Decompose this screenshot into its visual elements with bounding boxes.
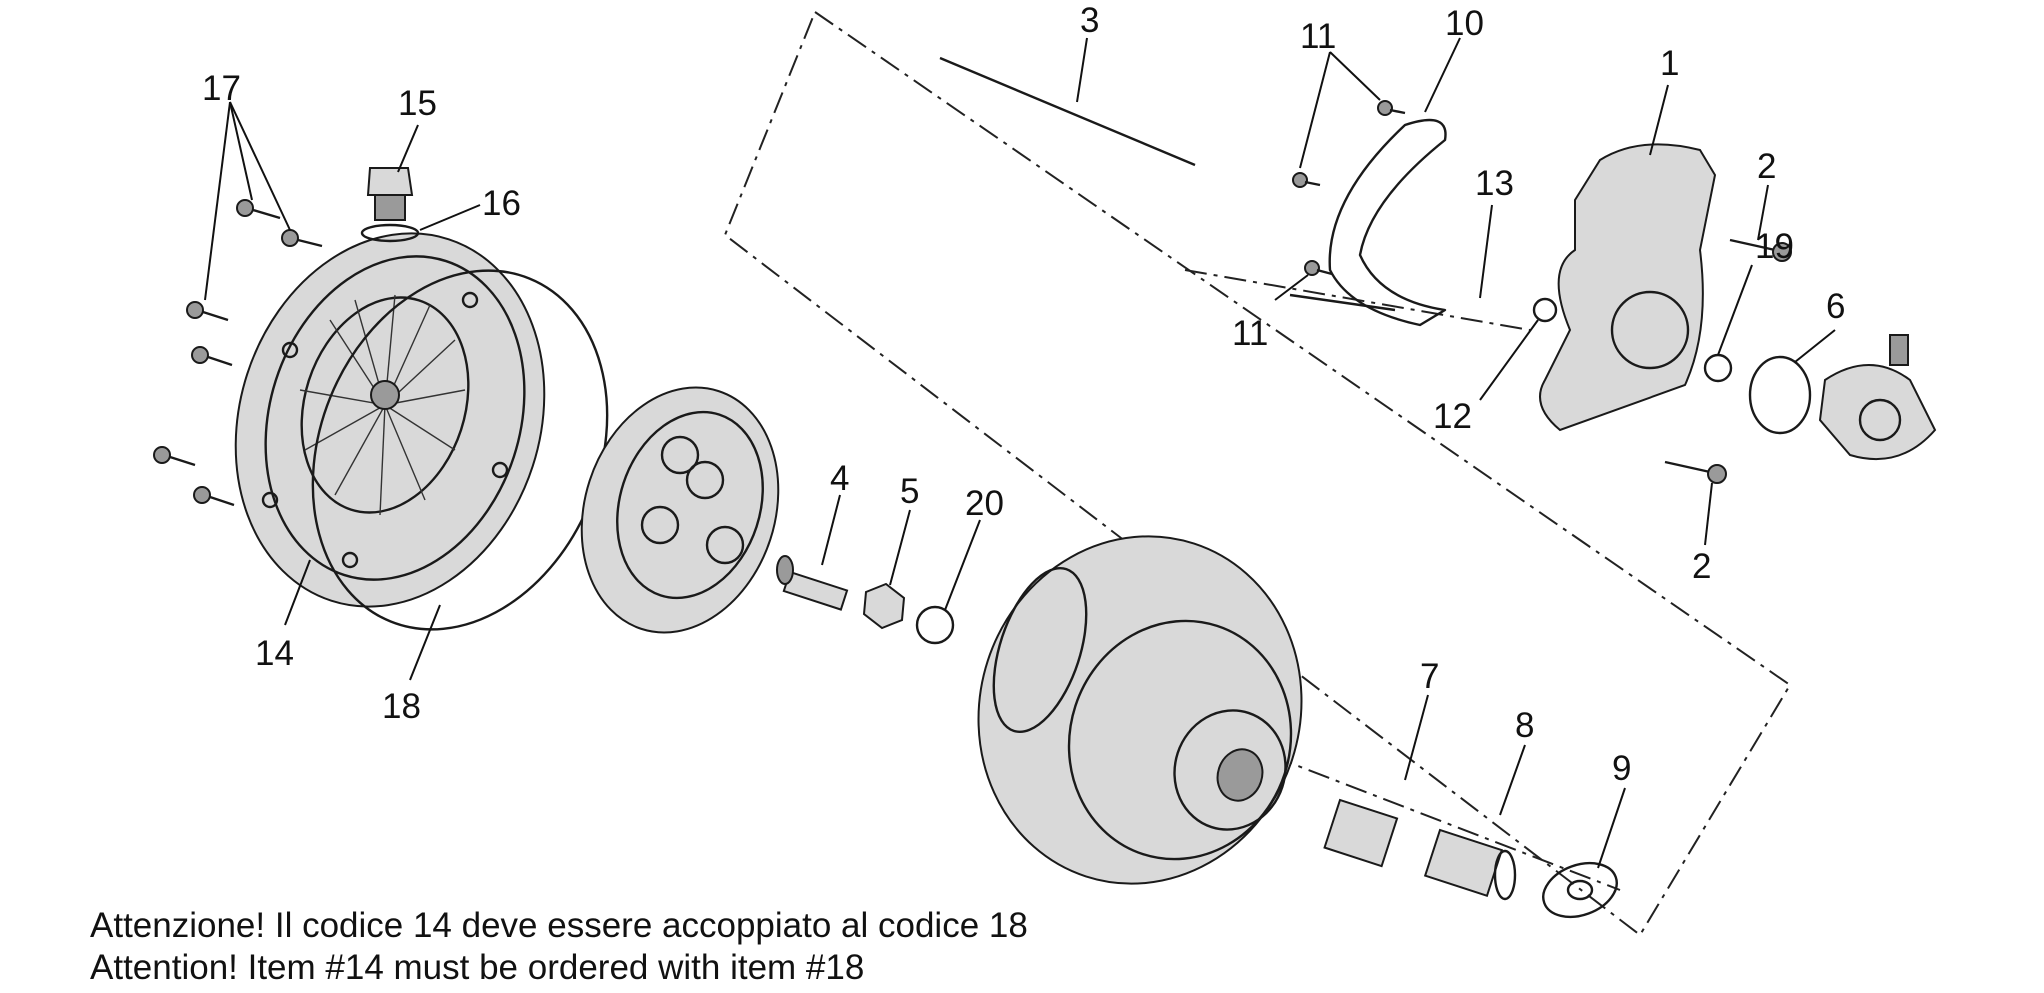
callout-15: 15 xyxy=(398,84,437,123)
assembly-outline xyxy=(723,10,1792,937)
pressure-plate xyxy=(580,386,780,634)
housing-bore xyxy=(1610,290,1690,370)
callout-3: 3 xyxy=(1080,1,1099,40)
part-16-o-ring xyxy=(360,223,420,243)
clutch-basket xyxy=(977,535,1303,885)
part-1-clutch-housing xyxy=(1539,143,1717,432)
part-11-screws xyxy=(1292,100,1406,276)
callout-5: 5 xyxy=(900,472,919,511)
part-13-short-rod xyxy=(1289,293,1396,312)
part-8-bushing xyxy=(1423,828,1517,901)
callout-19: 19 xyxy=(1755,227,1794,266)
ordering-note: Attenzione! Il codice 14 deve essere acc… xyxy=(90,905,1390,989)
callout-17: 17 xyxy=(202,69,241,108)
callout-11-bottom: 11 xyxy=(1232,314,1268,353)
part-5-nut xyxy=(862,582,906,630)
callout-18: 18 xyxy=(382,687,421,726)
callout-11-top: 11 xyxy=(1300,17,1336,56)
axis-lower xyxy=(1009,654,1621,891)
part-15-filler-cap xyxy=(366,167,414,221)
callout-2-top: 2 xyxy=(1757,147,1776,186)
callout-2-bottom: 2 xyxy=(1692,547,1711,586)
part-3-clutch-rod xyxy=(939,56,1196,167)
part-2-bolts xyxy=(1664,238,1792,484)
callout-9: 9 xyxy=(1612,749,1631,788)
callout-20: 20 xyxy=(965,484,1004,523)
leader-lines xyxy=(204,37,1836,869)
part-19-seal xyxy=(1703,353,1733,383)
note-english: Attention! Item #14 must be ordered with… xyxy=(90,948,865,987)
callout-10: 10 xyxy=(1445,4,1484,43)
note-italian: Attenzione! Il codice 14 deve essere acc… xyxy=(90,906,1028,945)
part-10-bracket xyxy=(1328,118,1447,327)
part-4-push-rod xyxy=(776,555,849,611)
part-12-o-ring xyxy=(1532,297,1558,323)
part-6-o-ring xyxy=(1748,355,1812,435)
callout-4: 4 xyxy=(830,459,849,498)
callout-12: 12 xyxy=(1433,397,1472,436)
callout-numbers: 3 11 10 1 13 2 19 6 11 12 2 17 15 16 14 … xyxy=(202,1,1845,788)
part-20-lock-washer xyxy=(915,605,955,645)
callout-16: 16 xyxy=(482,184,521,223)
callout-13: 13 xyxy=(1475,164,1514,203)
callout-1: 1 xyxy=(1660,44,1679,83)
callout-6: 6 xyxy=(1826,287,1845,326)
part-9-thrust-washer xyxy=(1542,861,1618,919)
part-17-bolts xyxy=(153,199,323,507)
slave-cylinder xyxy=(1818,334,1937,461)
part-7-needle-bearing xyxy=(1323,798,1399,868)
callout-7: 7 xyxy=(1420,657,1439,696)
callout-14: 14 xyxy=(255,634,294,673)
part-14-clutch-cover xyxy=(234,232,546,608)
callout-8: 8 xyxy=(1515,706,1534,745)
